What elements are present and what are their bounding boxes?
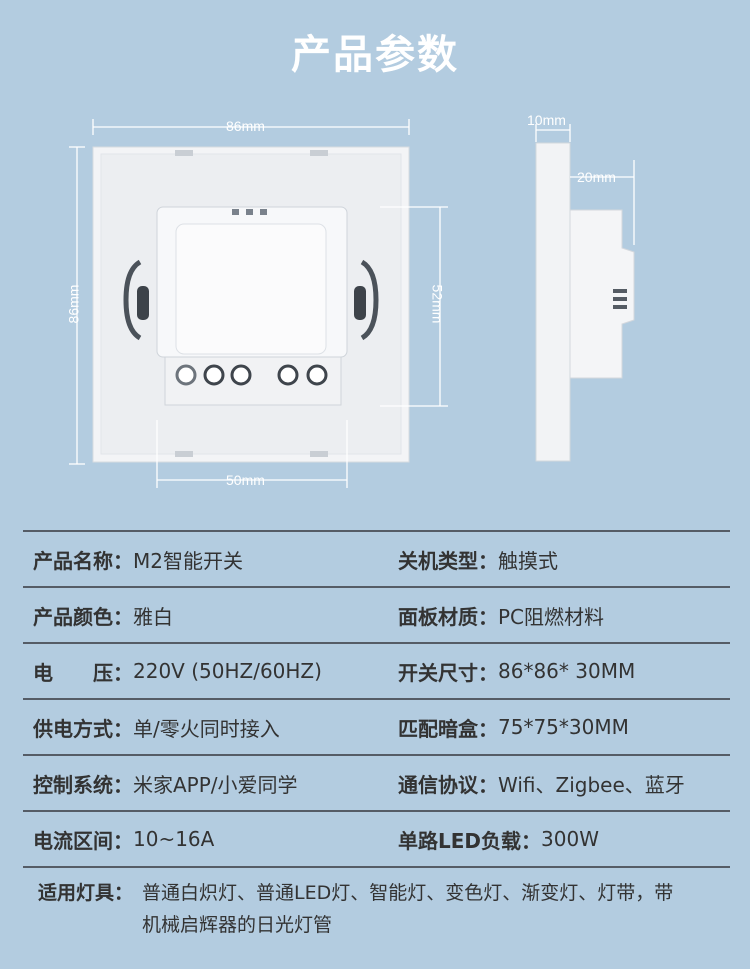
spec-value: 10~16A [133,827,215,851]
module-width-label: 50mm [226,472,265,488]
spec-value: 86*86* 30MM [498,659,636,683]
spec-label: 匹配暗盒： [398,716,498,741]
spec-value: 300W [541,827,599,851]
spec-label: 电 压： [33,660,133,685]
front-height-label: 86mm [65,284,82,324]
spec-value: PC阻燃材料 [498,604,605,629]
module-height-label: 52mm [429,284,446,324]
side-module-depth-label: 20mm [577,169,616,185]
lamps-text: 普通白炽灯、普通LED灯、智能灯、变色灯、渐变灯、灯带，带机械启辉器的日光灯管 [142,882,674,936]
spec-value: 雅白 [133,604,173,629]
spec-label: 供电方式： [33,716,133,741]
spec-label: 面板材质： [398,604,498,629]
spec-value: 触摸式 [498,548,558,573]
spec-value: M2智能开关 [133,548,243,573]
spec-label: 单路LED负载： [398,828,542,853]
rear-module [123,206,379,406]
front-width-label: 86mm [226,118,265,134]
dimension-lines [69,119,635,488]
spec-value: 单/零火同时接入 [133,716,280,741]
spec-row: 供电方式：单/零火同时接入 匹配暗盒：75*75*30MM [23,698,730,754]
spec-row: 电 压：220V (50HZ/60HZ) 开关尺寸：86*86* 30MM [23,642,730,698]
spec-value: 米家APP/小爱同学 [133,772,298,797]
spec-row: 控制系统：米家APP/小爱同学 通信协议：Wifi、Zigbee、蓝牙 [23,754,730,810]
spec-row: 产品名称：M2智能开关 关机类型：触摸式 [23,530,730,586]
switch-diagram [69,119,635,488]
spec-row: 产品颜色：雅白 面板材质：PC阻燃材料 [23,586,730,642]
lamps-label: 适用灯具： [38,882,134,904]
spec-label: 通信协议： [398,772,498,797]
spec-label: 电流区间： [33,828,133,853]
spec-label: 产品颜色： [33,604,133,629]
spec-value: 75*75*30MM [498,715,629,739]
spec-label: 开关尺寸： [398,660,498,685]
spec-label: 控制系统： [33,772,133,797]
spec-label: 产品名称： [33,548,133,573]
spec-value: Wifi、Zigbee、蓝牙 [498,772,685,797]
page-title: 产品参数 [291,32,459,78]
spec-value: 220V (50HZ/60HZ) [133,659,322,683]
spec-label: 关机类型： [398,548,498,573]
spec-table: 产品名称：M2智能开关 关机类型：触摸式 产品颜色：雅白 面板材质：PC阻燃材料… [23,530,730,868]
spec-row: 电流区间：10~16A 单路LED负载：300W [23,810,730,868]
side-view [535,142,635,462]
side-panel-depth-label: 10mm [527,112,566,128]
